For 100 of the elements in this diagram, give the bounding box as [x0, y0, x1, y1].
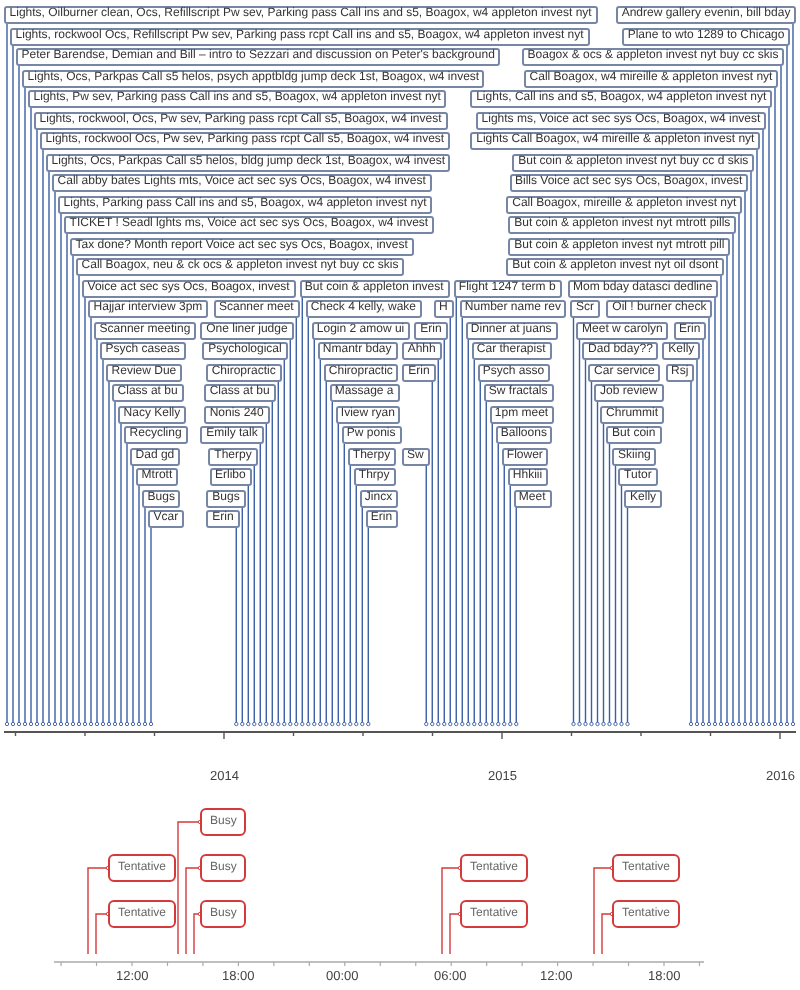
stem-line [16, 65, 22, 727]
stem-line [124, 443, 130, 727]
stem-line [478, 380, 483, 727]
stem-line [748, 170, 754, 727]
stem-line [70, 254, 76, 727]
stem-line [52, 191, 58, 727]
stem-line [330, 401, 335, 727]
stem-line [430, 380, 435, 727]
stem-line [502, 464, 507, 727]
stem-line [466, 338, 471, 727]
stem-line [10, 44, 16, 727]
stem-line [595, 401, 600, 727]
stem-line [87, 865, 111, 955]
stem-line [619, 485, 624, 727]
stem-line [508, 485, 513, 727]
stem-line [193, 911, 203, 955]
stem-line [449, 911, 463, 955]
stem-line [4, 23, 10, 727]
stem-line [130, 464, 136, 727]
stem-line [724, 254, 730, 727]
stem-line [571, 317, 576, 727]
stem-line [772, 86, 778, 727]
stem-line [252, 464, 257, 727]
stem-line [22, 86, 28, 727]
stem-line [148, 527, 154, 727]
stem-line [694, 359, 700, 727]
stem-line [95, 911, 111, 955]
stem-line [288, 338, 293, 727]
stem-line [441, 865, 463, 955]
stem-line [436, 359, 441, 727]
stem-line [484, 401, 489, 727]
stem-line [472, 359, 477, 727]
stem-line [754, 149, 760, 727]
stem-line [100, 359, 106, 727]
stem-line [46, 170, 52, 727]
stem-line [336, 422, 341, 727]
stem-line [613, 464, 618, 727]
stem-line [736, 212, 742, 727]
stem-line [258, 443, 263, 727]
stem-line [442, 338, 447, 727]
stem-line [625, 506, 630, 727]
stem-line [766, 107, 772, 727]
stem-line [778, 65, 784, 727]
stem-line [577, 338, 582, 727]
stem-line [730, 233, 736, 727]
stem-line [246, 485, 251, 727]
stem-line [490, 422, 495, 727]
stem-line [454, 296, 459, 727]
stem-line [760, 128, 766, 727]
stem-line [118, 422, 124, 727]
stem-line [742, 191, 748, 727]
stem-line [348, 464, 353, 727]
stem-line [589, 380, 594, 727]
stem-line [366, 527, 371, 727]
stem-line [688, 380, 694, 727]
stem-line [601, 422, 606, 727]
stem-line [784, 44, 790, 727]
stem-line [76, 275, 82, 727]
stem-line [354, 485, 359, 727]
stem-line [593, 865, 615, 955]
stem-line [240, 506, 245, 727]
stem-line [28, 107, 34, 727]
stem-line [177, 819, 203, 955]
stem-line [424, 464, 429, 727]
stem-line [312, 338, 317, 727]
stem-line [276, 380, 281, 727]
stem-line [448, 317, 453, 727]
stem-line [282, 359, 287, 727]
stem-line [264, 422, 269, 727]
stem-line [185, 865, 203, 955]
stem-line [88, 317, 94, 727]
stem-line [82, 296, 88, 727]
stem-line [514, 506, 519, 727]
stem-line [40, 149, 46, 727]
stem-line [300, 296, 305, 727]
stem-line [270, 401, 275, 727]
stem-line [324, 380, 329, 727]
stem-line [318, 359, 323, 727]
stem-line [601, 911, 615, 955]
stem-line [706, 317, 712, 727]
stem-line [294, 317, 299, 727]
stem-line [34, 128, 40, 727]
stem-line [607, 443, 612, 727]
stem-line [94, 338, 100, 727]
stem-line [306, 317, 311, 727]
stem-line [790, 23, 796, 727]
stem-line [718, 275, 724, 727]
stem-line [700, 338, 706, 727]
stem-line [342, 443, 347, 727]
stem-line [496, 443, 501, 727]
stem-line [58, 212, 64, 727]
stem-line [64, 233, 70, 727]
stem-line [360, 506, 365, 727]
stem-line [712, 296, 718, 727]
stem-line [142, 506, 148, 727]
stem-line [112, 401, 118, 727]
stem-line [136, 485, 142, 727]
stem-line [106, 380, 112, 727]
stem-line [234, 527, 239, 727]
stem-line [460, 317, 465, 727]
